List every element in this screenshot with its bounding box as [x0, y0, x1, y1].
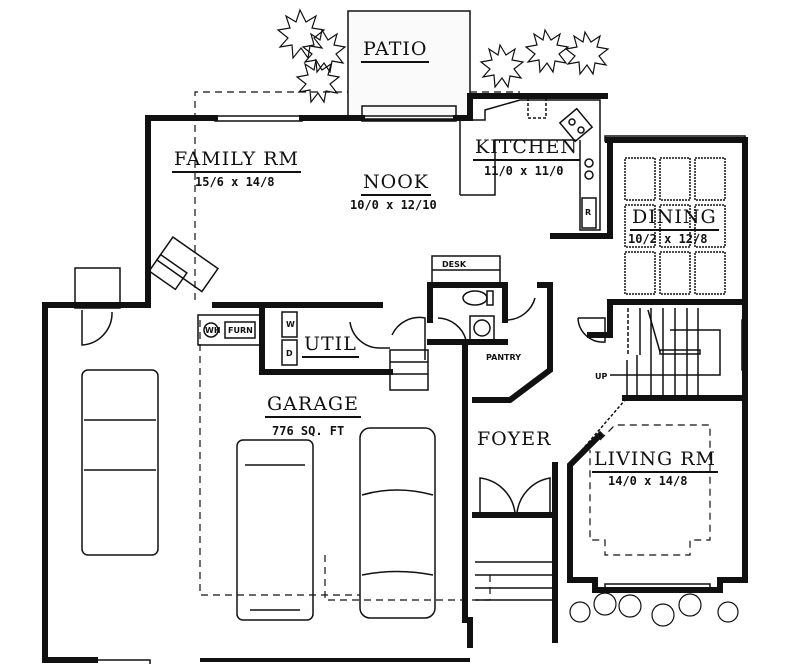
refrigerator-label: R — [585, 208, 592, 217]
room-label-nook: NOOK — [361, 171, 431, 196]
room-label-foyer: FOYER — [477, 428, 552, 450]
room-dims-kitchen: 11/0 x 11/0 — [484, 164, 564, 178]
water-heater-label: WH — [205, 326, 221, 335]
room-label-dining: DINING — [630, 206, 719, 231]
room-label-living: LIVING RM — [592, 448, 718, 473]
car-icons — [81, 369, 436, 621]
utility-fixtures — [197, 311, 298, 366]
room-dims-nook: 10/0 x 12/10 — [350, 198, 437, 212]
room-label-family: FAMILY RM — [172, 148, 301, 173]
sink-icon — [469, 315, 495, 341]
staircase — [610, 308, 721, 395]
patio-slab — [347, 10, 471, 121]
room-label-garage: GARAGE — [265, 393, 361, 418]
room-label-kitchen: KITCHEN — [473, 136, 580, 161]
shrubs-icon — [569, 592, 739, 627]
front-steps — [475, 561, 555, 601]
overhang-dashed-lines — [194, 91, 711, 601]
room-dims-dining: 10/2 x 12/8 — [628, 232, 708, 246]
room-label-util: UTIL — [302, 333, 359, 358]
kitchen-counters — [459, 95, 601, 231]
room-dims-garage: 776 SQ. FT — [272, 424, 345, 438]
door-swings — [81, 297, 626, 515]
util-steps — [389, 349, 429, 391]
toilet-icon — [462, 290, 494, 306]
dining-table — [624, 157, 726, 295]
dryer-label: D — [286, 349, 293, 358]
room-dims-family: 15/6 x 14/8 — [195, 175, 275, 189]
washer-label: W — [286, 320, 295, 329]
armchair-icon — [148, 236, 220, 293]
windows — [214, 115, 748, 590]
room-label-pantry: PANTRY — [486, 353, 521, 362]
room-label-desk: DESK — [442, 260, 467, 269]
stairs-up-label: UP — [595, 372, 608, 381]
trees-icon — [276, 8, 610, 104]
room-label-patio: PATIO — [361, 38, 430, 63]
furnace-label: FURN — [228, 326, 253, 335]
room-dims-living: 14/0 x 14/8 — [608, 474, 688, 488]
